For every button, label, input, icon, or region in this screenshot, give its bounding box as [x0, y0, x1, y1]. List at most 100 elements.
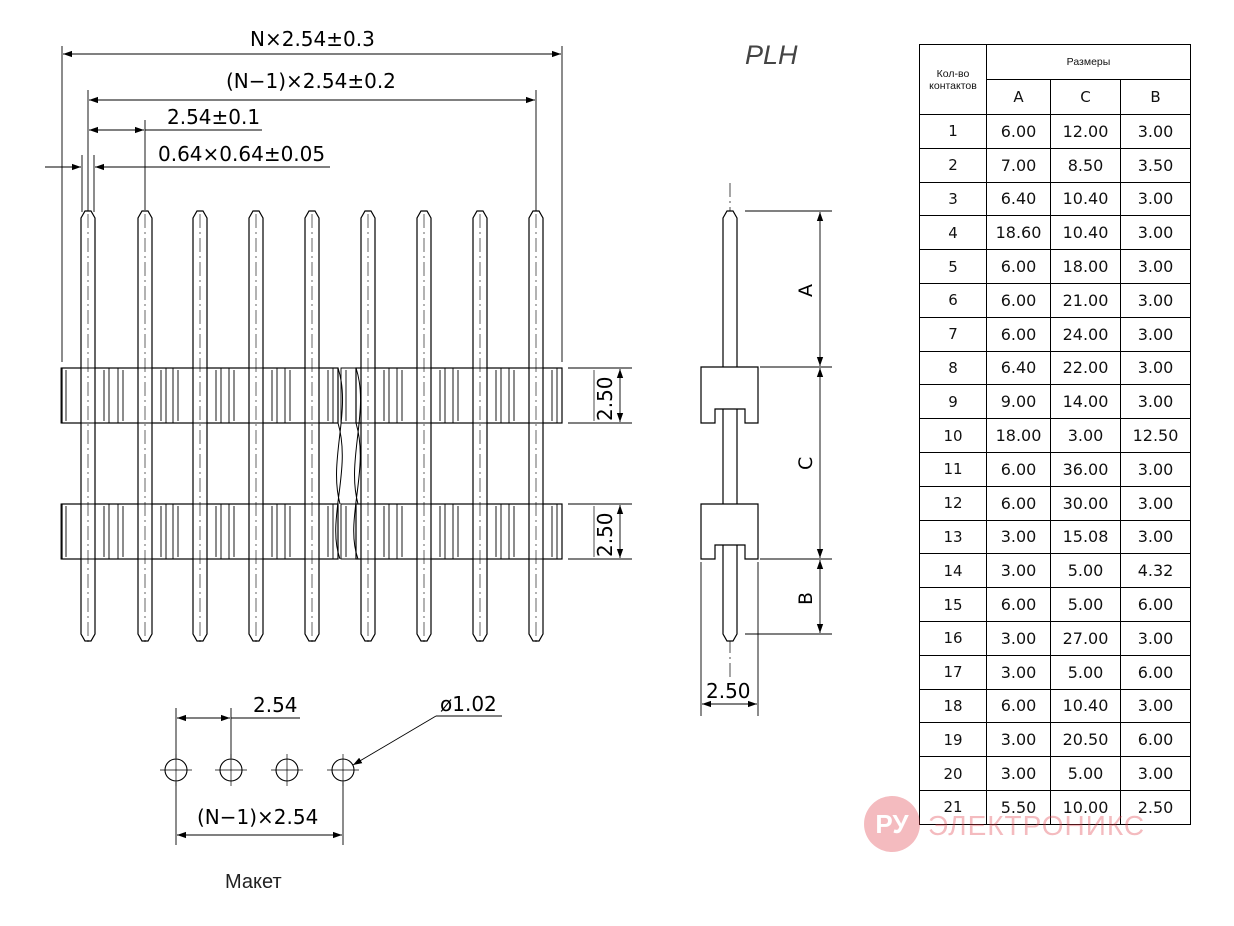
- footprint-hole: [271, 754, 303, 786]
- c-cell: 3.00: [1050, 418, 1121, 453]
- b-cell: 3.00: [1120, 249, 1191, 284]
- sizes-header: Размеры: [986, 44, 1191, 80]
- a-cell: 6.40: [986, 181, 1051, 217]
- c-cell: 5.00: [1050, 553, 1121, 589]
- side-view: [700, 183, 832, 716]
- c-cell: 14.00: [1050, 384, 1121, 420]
- count-cell: 1: [919, 114, 987, 149]
- dim-pitch-label: 2.54±0.1: [167, 105, 260, 129]
- b-cell: 3.00: [1120, 350, 1191, 386]
- side-body-lower: [700, 503, 759, 560]
- a-cell: 3.00: [986, 756, 1051, 791]
- side-label-c: C: [795, 457, 817, 470]
- footprint-caption: Макет: [225, 871, 282, 893]
- pin: [60, 210, 110, 646]
- c-cell: 5.00: [1050, 587, 1121, 622]
- a-cell: 3.00: [986, 553, 1051, 589]
- fp-span-label: (N−1)×2.54: [197, 805, 318, 829]
- dim-span-label: (N−1)×2.54±0.2: [226, 69, 396, 93]
- count-cell: 16: [919, 620, 987, 656]
- footprint-hole: [160, 754, 192, 786]
- b-cell: 3.00: [1120, 485, 1191, 521]
- side-body-upper: [700, 366, 759, 424]
- fp-hole-leader: [352, 715, 437, 766]
- a-cell: 6.00: [986, 485, 1051, 521]
- b-cell: 3.00: [1120, 282, 1191, 318]
- product-title: PLH: [745, 40, 798, 70]
- a-cell: 6.00: [986, 249, 1051, 284]
- b-cell: 6.00: [1120, 722, 1191, 758]
- a-cell: 6.00: [986, 451, 1051, 487]
- b-cell: 3.00: [1120, 519, 1191, 555]
- c-cell: 20.50: [1050, 722, 1121, 758]
- col-c-header: C: [1050, 79, 1121, 115]
- count-cell: 4: [919, 215, 987, 251]
- dim-body-lower-label: 2.50: [593, 512, 617, 557]
- a-cell: 9.00: [986, 384, 1051, 420]
- a-cell: 5.50: [986, 789, 1051, 825]
- b-cell: 12.50: [1120, 418, 1191, 453]
- c-cell: 10.40: [1050, 181, 1121, 217]
- footprint-view: [160, 708, 502, 845]
- count-cell: 7: [919, 316, 987, 352]
- a-cell: 6.00: [986, 282, 1051, 318]
- count-header: Кол-во контактов: [919, 44, 987, 115]
- a-cell: 3.00: [986, 722, 1051, 758]
- b-cell: 6.00: [1120, 654, 1191, 690]
- dim-total-label: N×2.54±0.3: [250, 27, 375, 51]
- a-cell: 6.40: [986, 350, 1051, 386]
- a-cell: 7.00: [986, 147, 1051, 183]
- c-cell: 21.00: [1050, 282, 1121, 318]
- b-cell: 3.00: [1120, 451, 1191, 487]
- count-cell: 9: [919, 384, 987, 420]
- count-cell: 10: [919, 418, 987, 453]
- c-cell: 15.08: [1050, 519, 1121, 555]
- count-cell: 12: [919, 485, 987, 521]
- side-pin: [722, 210, 738, 642]
- a-cell: 3.00: [986, 654, 1051, 690]
- footprint-hole: [327, 754, 359, 786]
- c-cell: 10.00: [1050, 789, 1121, 825]
- col-b-header: B: [1120, 79, 1191, 115]
- c-cell: 27.00: [1050, 620, 1121, 656]
- c-cell: 5.00: [1050, 654, 1121, 690]
- watermark-text: ЭЛЕКТРОНИКС: [928, 810, 1146, 841]
- b-cell: 3.00: [1120, 316, 1191, 352]
- fp-hole-label: ø1.02: [440, 692, 497, 716]
- b-cell: 3.00: [1120, 215, 1191, 251]
- count-cell: 11: [919, 451, 987, 487]
- count-cell: 6: [919, 282, 987, 318]
- count-cell: 13: [919, 519, 987, 555]
- a-cell: 6.00: [986, 587, 1051, 622]
- pin: [508, 210, 558, 646]
- b-cell: 3.00: [1120, 384, 1191, 420]
- col-a-header: A: [986, 79, 1051, 115]
- a-cell: 6.00: [986, 688, 1051, 724]
- c-cell: 24.00: [1050, 316, 1121, 352]
- count-cell: 8: [919, 350, 987, 386]
- c-cell: 10.40: [1050, 215, 1121, 251]
- side-dim-width-label: 2.50: [706, 679, 751, 703]
- pin: [452, 210, 502, 646]
- count-cell: 5: [919, 249, 987, 284]
- pin: [284, 210, 334, 646]
- c-cell: 18.00: [1050, 249, 1121, 284]
- b-cell: 3.00: [1120, 688, 1191, 724]
- pin: [117, 210, 167, 646]
